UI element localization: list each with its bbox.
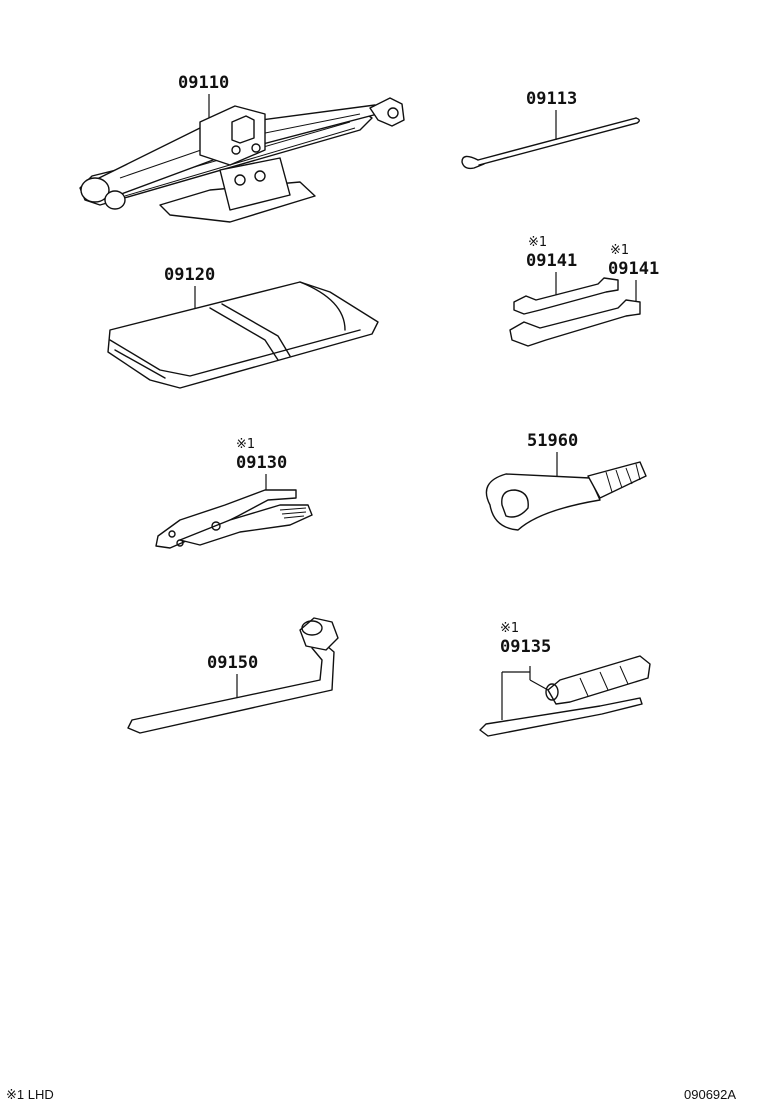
- tool-bag-part[interactable]: 09120: [107, 265, 379, 389]
- jack-handle-rod: [477, 117, 637, 161]
- towing-eye-ring: [485, 473, 601, 531]
- screwdriver-part-number: 09135: [500, 637, 551, 657]
- tool-bag-body: [107, 281, 379, 389]
- wrench-b-part-number: 09141: [608, 259, 659, 279]
- jack-handle-part-number: 09113: [526, 89, 577, 109]
- wrench-b-part[interactable]: ※1 09141: [509, 243, 659, 347]
- wrench-a-note-mark: ※1: [528, 235, 547, 250]
- wrench-a-body: [513, 277, 619, 315]
- jack-handle-part[interactable]: 09113: [461, 89, 640, 170]
- footer-legend: ※1 LHD: [6, 1087, 54, 1102]
- screwdriver-note-mark: ※1: [500, 621, 519, 636]
- jack-part-number: 09110: [178, 73, 229, 93]
- wrench-a-part-number: 09141: [526, 251, 577, 271]
- wrench-a-part[interactable]: ※1 09141: [513, 235, 619, 315]
- pliers-part-number: 09130: [236, 453, 287, 473]
- pliers-upper-handle: [155, 489, 297, 549]
- wrench-bar-part[interactable]: 09150: [127, 617, 339, 734]
- wrench-b-body: [509, 299, 641, 347]
- towing-eye-part-number: 51960: [527, 431, 578, 451]
- jack-part[interactable]: 09110: [79, 73, 405, 223]
- wrench-bar-socket: [299, 617, 339, 651]
- pliers-note-mark: ※1: [236, 437, 255, 452]
- wrench-b-note-mark: ※1: [610, 243, 629, 258]
- jack-plate: [219, 157, 291, 211]
- towing-eye-part[interactable]: 51960: [485, 431, 647, 531]
- jack-crank-eye: [369, 97, 405, 127]
- screwdriver-leader-line: [501, 666, 549, 720]
- drawing-id: 090692A: [684, 1087, 736, 1102]
- tool-bag-part-number: 09120: [164, 265, 215, 285]
- pliers-lower-handle: [179, 504, 313, 546]
- pliers-part[interactable]: ※1 09130: [155, 437, 313, 549]
- wrench-bar-part-number: 09150: [207, 653, 258, 673]
- screwdriver-part[interactable]: ※1 09135: [479, 621, 651, 737]
- screwdriver-shaft: [479, 697, 643, 737]
- towing-eye-thread: [587, 461, 647, 499]
- screwdriver-handle: [547, 655, 651, 705]
